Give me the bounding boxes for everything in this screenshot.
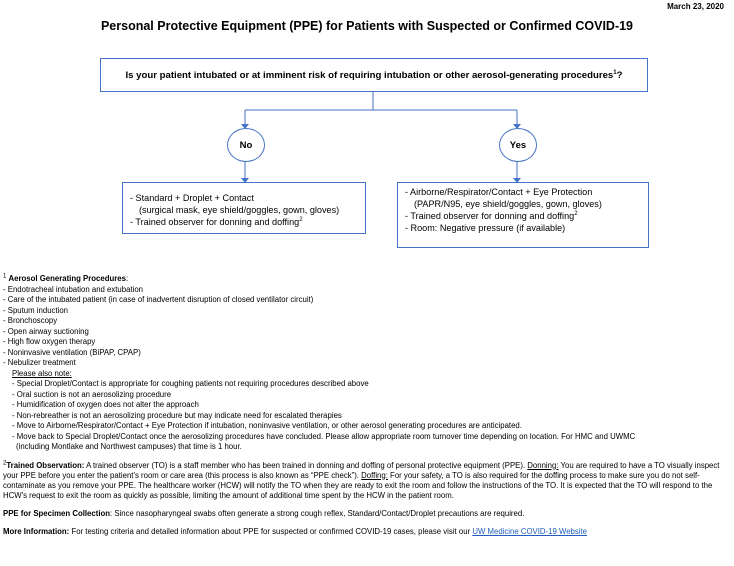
agp-item: - Open airway suctioning	[3, 326, 89, 336]
agp-heading: 1 Aerosol Generating Procedures:	[3, 273, 129, 283]
question-text: Is your patient intubated or at imminent…	[125, 69, 623, 81]
arrowhead-yes-circle	[513, 124, 521, 129]
covid-website-link[interactable]: UW Medicine COVID-19 Website	[472, 527, 588, 536]
no-line-2: (surgical mask, eye shield/goggles, gown…	[139, 205, 340, 215]
yes-ppe-box: - Airborne/Respirator/Contact + Eye Prot…	[397, 182, 649, 248]
note-heading: Please also note:	[12, 368, 72, 378]
note-item: - Humidification of oxygen does not alte…	[12, 400, 199, 409]
note-item-continued: (including Montlake and Northwest campus…	[16, 442, 242, 451]
decision-question-box: Is your patient intubated or at imminent…	[100, 58, 648, 92]
yes-line-3: - Trained observer for donning and doffi…	[405, 210, 578, 221]
no-line-3: - Trained observer for donning and doffi…	[130, 216, 303, 227]
trained-observer-paragraph: 2Trained Observation: A trained observer…	[3, 459, 720, 500]
agp-item: - Noninvasive ventilation (BiPAP, CPAP)	[3, 347, 141, 357]
note-item: - Move back to Special Droplet/Contact o…	[12, 431, 636, 441]
arrowhead-yes-box	[513, 178, 521, 183]
footnotes: 1 Aerosol Generating Procedures: - Endot…	[3, 273, 723, 538]
no-ppe-box: - Standard + Droplet + Contact (surgical…	[122, 182, 366, 234]
more-information-paragraph: More Information: For testing criteria a…	[3, 527, 588, 536]
no-line-1: - Standard + Droplet + Contact	[130, 193, 254, 203]
note-item: - Move to Airborne/Respirator/Contact + …	[12, 421, 522, 430]
note-item: - Oral suction is not an aerosolizing pr…	[12, 389, 172, 399]
page-title: Personal Protective Equipment (PPE) for …	[100, 19, 634, 33]
agp-item: - Nebulizer treatment	[3, 358, 76, 367]
arrowhead-no-box	[241, 178, 249, 183]
answer-no-node: No	[227, 128, 265, 162]
agp-item: - Endotracheal intubation and extubation	[3, 284, 144, 294]
yes-line-1: - Airborne/Respirator/Contact + Eye Prot…	[405, 187, 593, 197]
agp-item: - High flow oxygen therapy	[3, 337, 96, 346]
agp-item: - Care of the intubated patient (in case…	[3, 295, 314, 304]
arrowhead-no-circle	[241, 124, 249, 129]
document-date: March 23, 2020	[667, 2, 724, 11]
agp-item: - Bronchoscopy	[3, 316, 58, 325]
yes-line-2: (PAPR/N95, eye shield/goggles, gown, glo…	[414, 199, 602, 209]
answer-yes-node: Yes	[499, 128, 537, 162]
note-item: - Non-rebreather is not an aerosolizing …	[12, 410, 342, 420]
specimen-collection-paragraph: PPE for Specimen Collection: Since nasop…	[3, 508, 525, 518]
note-item: - Special Droplet/Contact is appropriate…	[12, 379, 369, 388]
yes-line-4: - Room: Negative pressure (if available)	[405, 223, 566, 233]
answer-no-label: No	[239, 139, 253, 151]
answer-yes-label: Yes	[509, 139, 527, 151]
agp-item: - Sputum induction	[3, 305, 69, 315]
